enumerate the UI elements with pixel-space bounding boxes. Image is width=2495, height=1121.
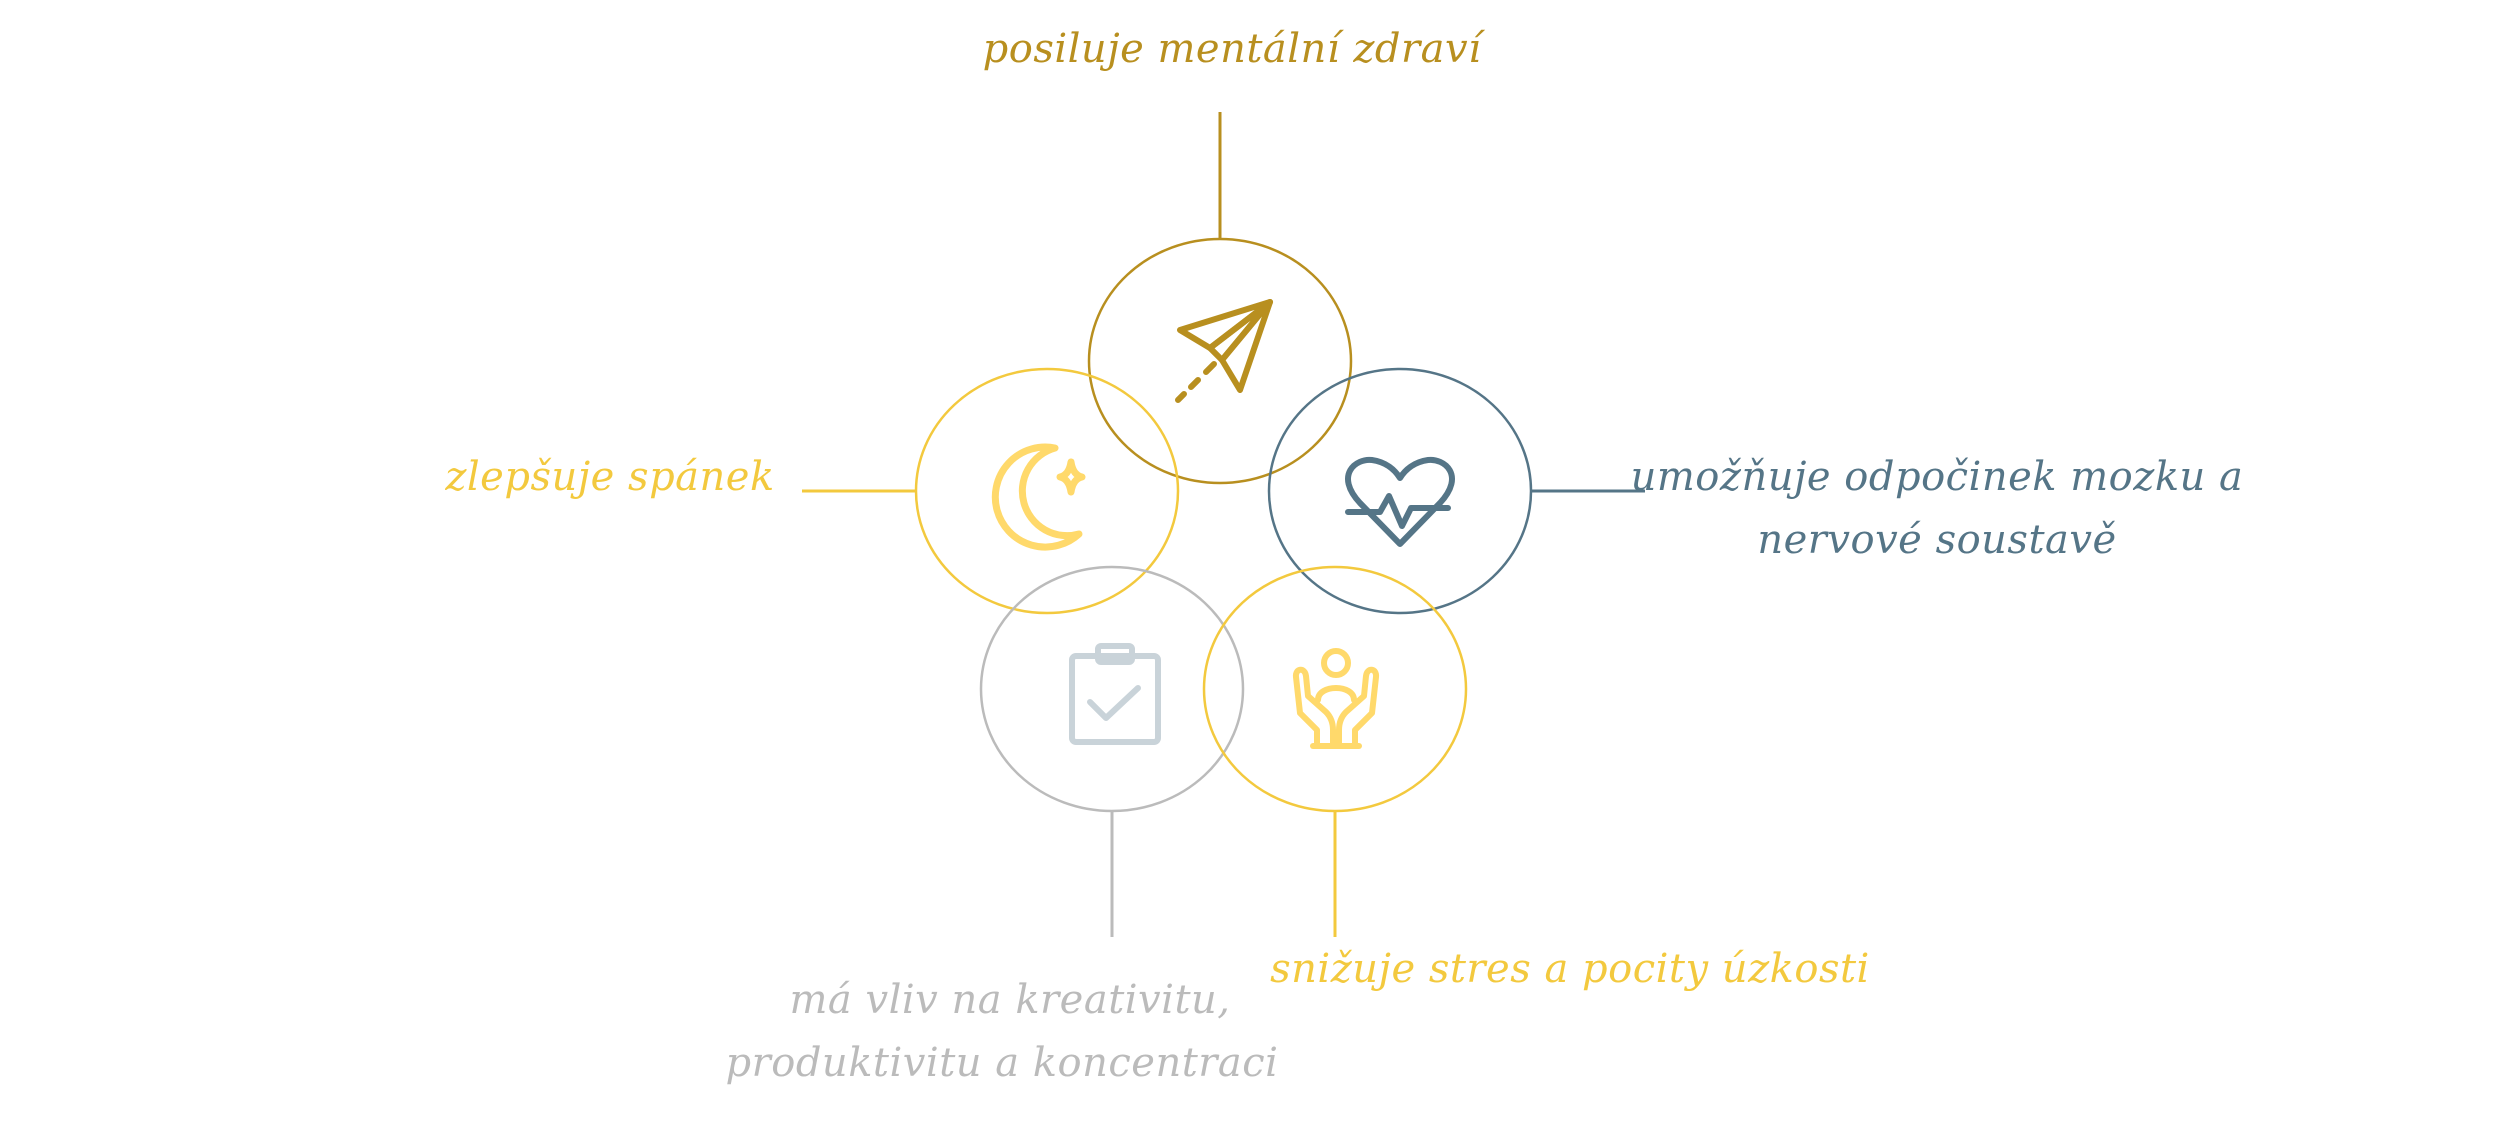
circle-left — [914, 367, 1180, 615]
label-right-line-2: nervové soustavě — [1757, 517, 2116, 563]
circle-bottom-right — [1202, 565, 1468, 813]
benefit-labels: posiluje mentální zdraví zlepšuje spánek… — [444, 26, 2243, 1086]
hands-care-icon — [1292, 648, 1380, 749]
label-top: posiluje mentální zdraví — [983, 26, 1486, 72]
circle-bottom-left — [979, 565, 1245, 813]
clipboard-check-icon — [1069, 643, 1161, 745]
label-bottom-left-line-2: produktivitu a koncentraci — [726, 1040, 1279, 1086]
connector-lines — [802, 112, 1645, 937]
heart-pulse-icon — [1345, 456, 1455, 547]
paper-plane-icon — [1175, 299, 1273, 403]
label-left: zlepšuje spánek — [444, 454, 774, 500]
label-bottom-left-line-1: má vliv na kreativitu, — [790, 977, 1231, 1023]
label-right-line-1: umožňuje odpočinek mozku a — [1631, 454, 2244, 500]
benefit-circles — [914, 237, 1533, 813]
circle-top — [1087, 237, 1353, 485]
moon-star-icon — [991, 443, 1086, 551]
label-bottom-right: snižuje stres a pocity úzkosti — [1270, 946, 1870, 992]
circle-right — [1267, 367, 1533, 615]
